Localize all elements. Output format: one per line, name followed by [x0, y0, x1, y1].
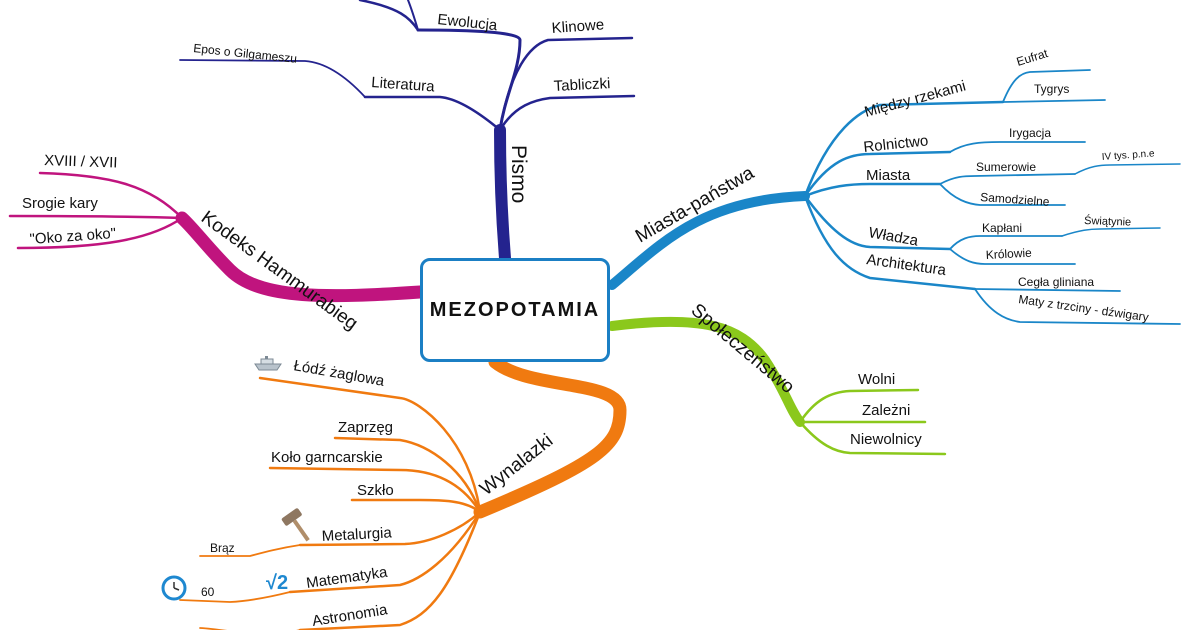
label-zalezni: Zależni [862, 402, 910, 419]
spol-trunk [607, 316, 805, 427]
label-eufrat: Eufrat [1015, 46, 1050, 69]
label-metalurgia: Metalurgia [321, 524, 392, 545]
label-oko: "Oko za oko" [29, 225, 117, 248]
label-srogie: Srogie kary [22, 195, 98, 212]
link-tygrys [1002, 99, 1106, 103]
link-niewolnicy [798, 420, 947, 456]
pismo-link-ewolucja-top [358, 0, 420, 32]
label-architektura: Architektura [865, 251, 947, 279]
link-miedzy [803, 100, 1005, 198]
pismo-trunk [494, 124, 511, 264]
label-niewolnicy: Niewolnicy [850, 431, 922, 448]
branch-kodeks [8, 171, 427, 303]
sqrt-icon: √2 [266, 572, 288, 594]
label-wolni: Wolni [858, 371, 895, 388]
link-sumerowie [939, 173, 1076, 185]
label-swiatynie: Świątynie [1084, 214, 1132, 229]
pismo-link-epos [179, 59, 366, 98]
link-cegla [974, 288, 1121, 292]
branch-wynalazki [179, 355, 627, 630]
link-astronomia [298, 510, 482, 630]
branch-spoleczenstwo [607, 316, 947, 456]
label-klinowe: Klinowe [551, 16, 605, 37]
link-wladza [803, 194, 952, 251]
label-rolnictwo: Rolnictwo [863, 132, 929, 156]
link-krolowie [949, 248, 1076, 265]
pismo-link-ewolucja-top2 [407, 0, 419, 31]
label-krolowie: Królowie [985, 246, 1032, 262]
label-tygrys: Tygrys [1034, 82, 1069, 96]
label-miasta: Miasta [866, 167, 911, 184]
link-szklo [350, 498, 482, 514]
label-miedzy: Między rzekami [863, 77, 968, 120]
label-xviii: XVIII / XVII [44, 152, 118, 172]
link-srogie [8, 214, 184, 220]
center-node: MEZOPOTAMIA [420, 258, 610, 362]
link-astronomia-sub [199, 627, 301, 630]
link-kolo [268, 466, 482, 514]
link-samodzielne [939, 183, 1066, 206]
clock-icon [161, 575, 187, 601]
label-sumerowie: Sumerowie [976, 160, 1036, 174]
label-tys: IV tys. p.n.e [1101, 148, 1155, 163]
label-kaplani: Kapłani [982, 221, 1022, 235]
link-architektura [803, 194, 977, 291]
label-sixty: 60 [201, 585, 215, 599]
link-braz [199, 544, 301, 557]
label-maty: Maty z trzciny - dźwigary [1018, 292, 1150, 324]
link-wolni [798, 388, 920, 424]
pismo-link-klinowe [498, 36, 634, 132]
link-miasta [803, 182, 942, 198]
link-sixty [179, 591, 291, 603]
link-rolnictwo [803, 150, 952, 198]
branch-pismo [179, 0, 636, 264]
label-tabliczki: Tabliczki [553, 75, 610, 95]
pismo-link-tabliczki [498, 94, 636, 132]
link-kaplani [949, 235, 1063, 250]
boat-icon [254, 356, 282, 371]
sqrt-icon-glyph: √2 [266, 572, 288, 594]
kodeks-trunk [175, 211, 427, 303]
link-zaprzeg [333, 436, 482, 514]
link-xviii [38, 171, 184, 220]
label-epos: Epos o Gilgameszu [193, 41, 298, 66]
branch-miasta [607, 69, 1181, 325]
link-eufrat [1002, 69, 1091, 103]
label-samodzielne: Samodzielne [980, 190, 1051, 209]
label-literatura: Literatura [371, 74, 436, 95]
center-title: MEZOPOTAMIA [429, 298, 601, 321]
label-irygacja: Irygacja [1009, 126, 1051, 140]
link-tys [1074, 163, 1181, 175]
label-ewolucja: Ewolucja [437, 11, 499, 34]
link-metalurgia [298, 510, 482, 547]
label-braz: Brąz [210, 541, 235, 555]
link-irygacja [949, 141, 1086, 153]
wyn-trunk [473, 355, 627, 519]
hammer-icon [281, 508, 310, 542]
label-pismo: Pismo [507, 145, 530, 203]
link-maty [974, 288, 1181, 325]
label-kolo: Koło garncarskie [271, 449, 383, 466]
label-szklo: Szkło [357, 482, 394, 499]
link-oko [16, 216, 184, 250]
miasta-trunk [607, 191, 810, 290]
link-matematyka [288, 510, 482, 594]
link-swiatynie [1061, 227, 1161, 237]
label-spoleczenstwo: Społeczeństwo [687, 300, 798, 398]
label-zaprzeg: Zaprzęg [338, 419, 393, 436]
label-cegla: Cegła gliniana [1018, 275, 1094, 289]
link-lodz [258, 376, 482, 514]
pismo-link-literatura [363, 95, 502, 132]
